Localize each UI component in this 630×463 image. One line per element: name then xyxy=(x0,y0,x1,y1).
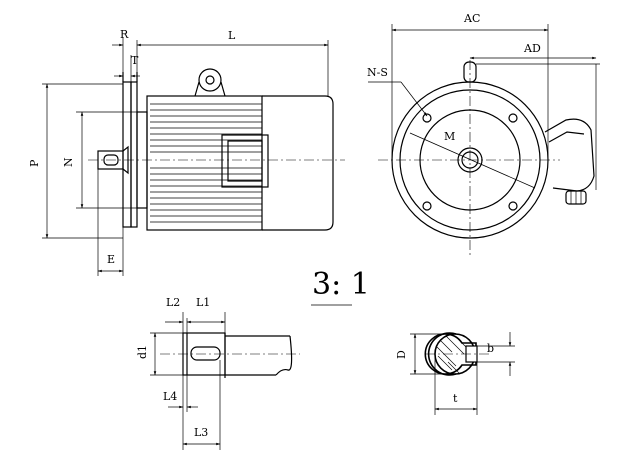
label-t: t xyxy=(453,392,458,405)
label-N: N xyxy=(62,157,75,167)
label-M: M xyxy=(444,130,455,143)
scale-label: 3: 1 xyxy=(312,267,370,302)
label-AC: AC xyxy=(463,12,480,25)
section-hatch xyxy=(436,335,467,375)
label-L3: L3 xyxy=(194,426,208,439)
label-L1: L1 xyxy=(196,296,210,309)
label-E: E xyxy=(107,253,115,266)
shaft-section: D b t xyxy=(395,332,515,415)
label-L2: L2 xyxy=(166,296,180,309)
side-view: L R T P N E xyxy=(28,28,345,276)
label-T: T xyxy=(131,54,139,67)
label-AD: AD xyxy=(523,42,541,55)
end-view: M N-S AC AD xyxy=(367,12,600,255)
label-P: P xyxy=(28,159,41,167)
label-L4: L4 xyxy=(163,390,177,403)
label-R: R xyxy=(120,28,129,41)
shaft-detail: L1 L2 d1 L4 L3 xyxy=(136,296,300,450)
label-L: L xyxy=(228,29,236,42)
label-D: D xyxy=(395,350,408,359)
label-b: b xyxy=(487,342,494,355)
label-d1: d1 xyxy=(136,345,149,359)
cooling-fins xyxy=(150,103,262,223)
label-NS: N-S xyxy=(367,66,388,79)
